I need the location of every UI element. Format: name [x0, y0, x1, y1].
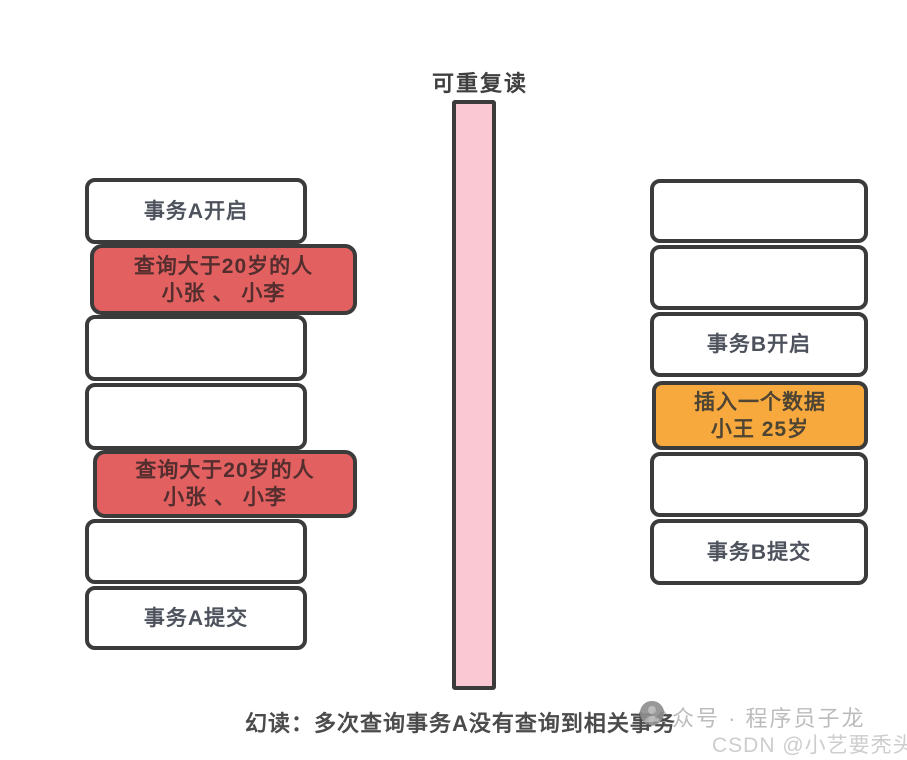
txn-a-step-query-1-line2: 小张 、 小李 — [161, 281, 286, 305]
txn-a-step-query-2-line2: 小张 、 小李 — [163, 486, 287, 509]
timeline-bar — [452, 100, 496, 690]
txn-b-step-insert: 插入一个数据 小王 25岁 — [652, 381, 868, 450]
txn-a-step-query-2-line1: 查询大于20岁的人 — [135, 459, 315, 482]
wechat-account-icon — [640, 701, 664, 725]
txn-a-step-query-1-line1: 查询大于20岁的人 — [133, 254, 314, 278]
txn-b-step-idle-2 — [650, 245, 868, 310]
txn-a-step-query-1: 查询大于20岁的人 小张 、 小李 — [90, 244, 357, 315]
txn-b-step-begin-label: 事务B开启 — [706, 333, 812, 356]
txn-a-step-begin-label: 事务A开启 — [143, 199, 249, 223]
txn-b-step-commit: 事务B提交 — [650, 519, 868, 585]
txn-a-step-query-2: 查询大于20岁的人 小张 、 小李 — [93, 450, 357, 518]
phantom-read-caption: 幻读：多次查询事务A没有查询到相关事务 — [245, 711, 676, 736]
txn-a-step-commit-label: 事务A提交 — [143, 606, 249, 630]
txn-a-step-idle-1 — [85, 315, 307, 381]
txn-b-step-insert-line1: 插入一个数据 — [694, 390, 826, 414]
isolation-level-title: 可重复读 — [431, 71, 528, 96]
txn-b-step-commit-label: 事务B提交 — [706, 540, 812, 564]
txn-a-step-idle-3 — [85, 519, 307, 584]
txn-b-step-begin: 事务B开启 — [650, 312, 868, 377]
watermark-wechat-text: 公众号 · 程序员子龙 — [648, 706, 866, 731]
txn-a-step-idle-2 — [85, 383, 307, 450]
watermark-csdn-text: CSDN @小艺要秃头 — [712, 734, 907, 757]
txn-a-step-commit: 事务A提交 — [85, 586, 307, 650]
txn-b-step-idle-3 — [650, 452, 868, 517]
txn-b-step-insert-line2: 小王 25岁 — [710, 417, 810, 441]
txn-a-step-begin: 事务A开启 — [85, 178, 307, 244]
txn-b-step-idle-1 — [650, 179, 868, 243]
